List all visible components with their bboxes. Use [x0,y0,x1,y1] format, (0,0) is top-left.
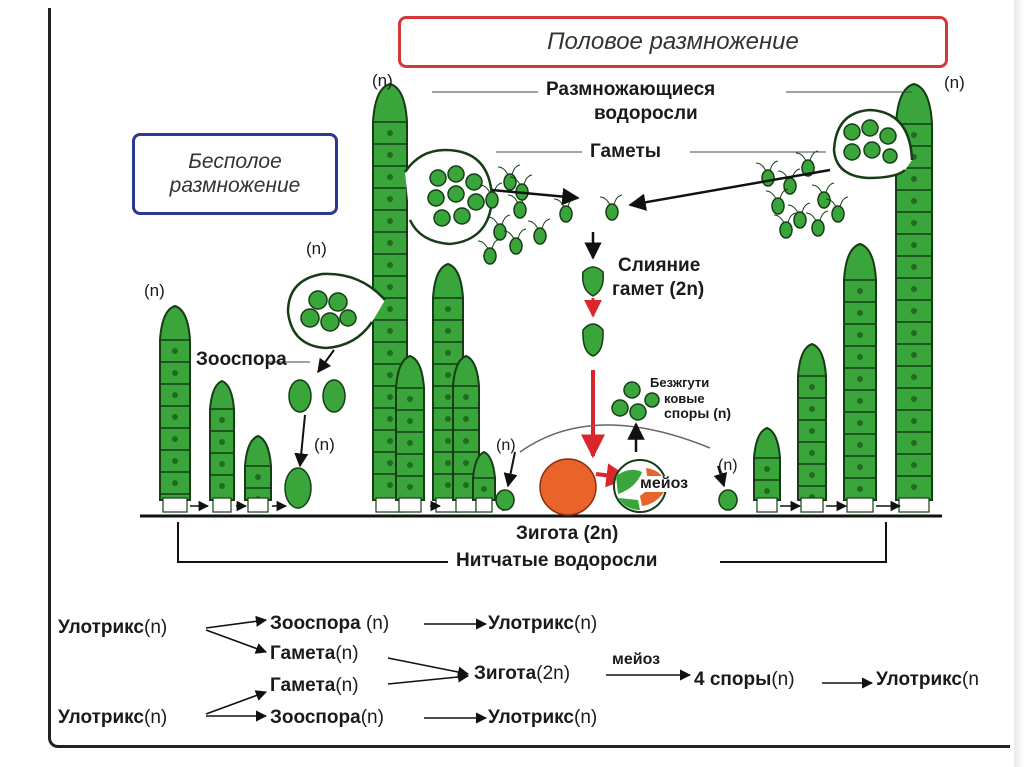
gamete [509,237,523,255]
gamete [761,169,775,187]
fusion-label-line1: Слияние [618,255,701,276]
gamete [533,227,547,245]
reproducing-label-line1: Размножающиеся [546,79,716,100]
asexual-reproduction-title: Бесполое размножение [132,133,338,215]
sexual-title-text: Половое размножение [547,28,799,55]
right-gametangium [832,108,914,180]
zygote-label: Зигота (2n) [516,523,619,544]
scheme-ulotrix-out-top: Улотрикс(n) [488,613,598,634]
algae-filament [895,82,933,513]
gamete [779,221,793,239]
ploidy-label: (n) [306,239,327,258]
algae-filament [209,379,235,513]
fusion-label-line2: гамет (2n) [612,279,705,300]
algae-filament [452,354,480,513]
meiosis-label: мейоз [640,475,689,492]
gamete [811,219,825,237]
filamentous-label: Нитчатые водоросли [452,551,662,570]
ploidy-label: (n) [944,73,965,92]
flagellaless-label-line3: споры (n) [664,405,732,421]
scheme-zoospore-top: Зооспора (n) [270,613,390,634]
scheme-ulotrix-bottom: Улотрикс(n) [58,707,168,728]
slide-left-margin [0,0,44,767]
zygote-circle [539,458,597,516]
asexual-title-line1: Бесполое [188,149,282,173]
zoospore-label: Зооспора [196,349,287,370]
gamete [831,205,845,223]
scheme-zoospore-bottom: Зооспора(n) [270,707,384,728]
filament-bracket [177,522,887,563]
sexual-reproduction-title: Половое размножение [398,16,948,68]
left-gametangium [403,148,494,246]
algae-filament [159,304,191,513]
algae-filament [472,450,496,513]
gamete [817,191,831,209]
algae-filament [244,434,272,513]
filaments-group [159,82,933,513]
gamete [513,201,527,219]
gametes-label: Гаметы [590,141,661,162]
ploidy-label: (n) [314,435,335,454]
scheme-gamete-1: Гамета(n) [270,643,359,664]
algae-filament [395,354,425,513]
ploidy-label: (n) [718,457,738,474]
scheme-meiosis: мейоз [612,651,661,668]
left-zoosporangium [286,272,386,374]
scheme-zygote: Зигота(2n) [474,663,571,684]
ploidy-label: (n) [144,281,165,300]
algae-filament [753,426,781,513]
scheme-ulotrix-final: Улотрикс(n [876,669,979,690]
gamete [605,203,619,221]
ploidy-label: (n) [496,437,516,454]
gametes-group [477,150,849,265]
fused-gametes [581,266,605,357]
gamete [485,191,499,209]
gamete [793,211,807,229]
scheme-ulotrix-out-bottom: Улотрикс(n) [488,707,598,728]
gamete [771,197,785,215]
scheme-gamete-2: Гамета(n) [270,675,359,696]
slide-right-shadow [1014,0,1024,767]
reproducing-label-line2: водоросли [594,103,698,124]
gamete [503,173,517,191]
scheme-arrows [205,615,874,724]
zoospores [284,379,738,511]
gamete [493,223,507,241]
gamete [801,159,815,177]
gamete [783,177,797,195]
flagellaless-label-line2: ковые [664,391,705,406]
gamete [483,247,497,265]
scheme-ulotrix-top: Улотрикс(n) [58,617,168,638]
scheme-spores: 4 споры(n) [694,669,795,690]
algae-filament [843,242,877,513]
ploidy-label: (n) [372,71,393,90]
slide-frame [48,8,1010,748]
gamete [559,205,573,223]
flagellaless-spores [611,381,660,421]
flagellaless-label-line1: Безжгути [650,375,710,390]
algae-filament [797,342,827,513]
asexual-title-line2: размножение [169,174,301,197]
